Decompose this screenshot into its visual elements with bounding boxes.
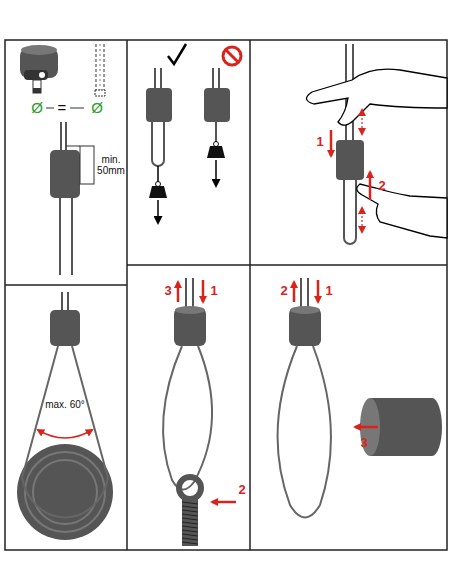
thread-stroke [182, 514, 198, 516]
callout-number: 1 [325, 284, 332, 298]
thread-stroke [182, 530, 198, 532]
dimension-label: min. 50mm [96, 154, 126, 176]
diameter-symbol: Ø [31, 100, 43, 117]
callout-number: 3 [360, 436, 367, 450]
angle-label: max. 60° [45, 399, 85, 410]
thread-stroke [182, 502, 198, 504]
thread-stroke [182, 526, 198, 528]
callout-number: 2 [378, 179, 385, 193]
equals-sign: = [58, 100, 67, 117]
thread-stroke [182, 542, 198, 544]
thread-stroke [182, 506, 198, 508]
thread-stroke [182, 534, 198, 536]
thread-stroke [182, 538, 198, 540]
diameter-symbol: Ø [91, 100, 103, 117]
thread-stroke [182, 518, 198, 520]
callout-number: 1 [316, 135, 323, 149]
thread-stroke [182, 510, 198, 512]
thread-stroke [182, 522, 198, 524]
callout-number: 2 [238, 483, 245, 497]
callout-number: 2 [280, 284, 287, 298]
callout-number: 1 [210, 284, 217, 298]
callout-number: 3 [164, 284, 171, 298]
